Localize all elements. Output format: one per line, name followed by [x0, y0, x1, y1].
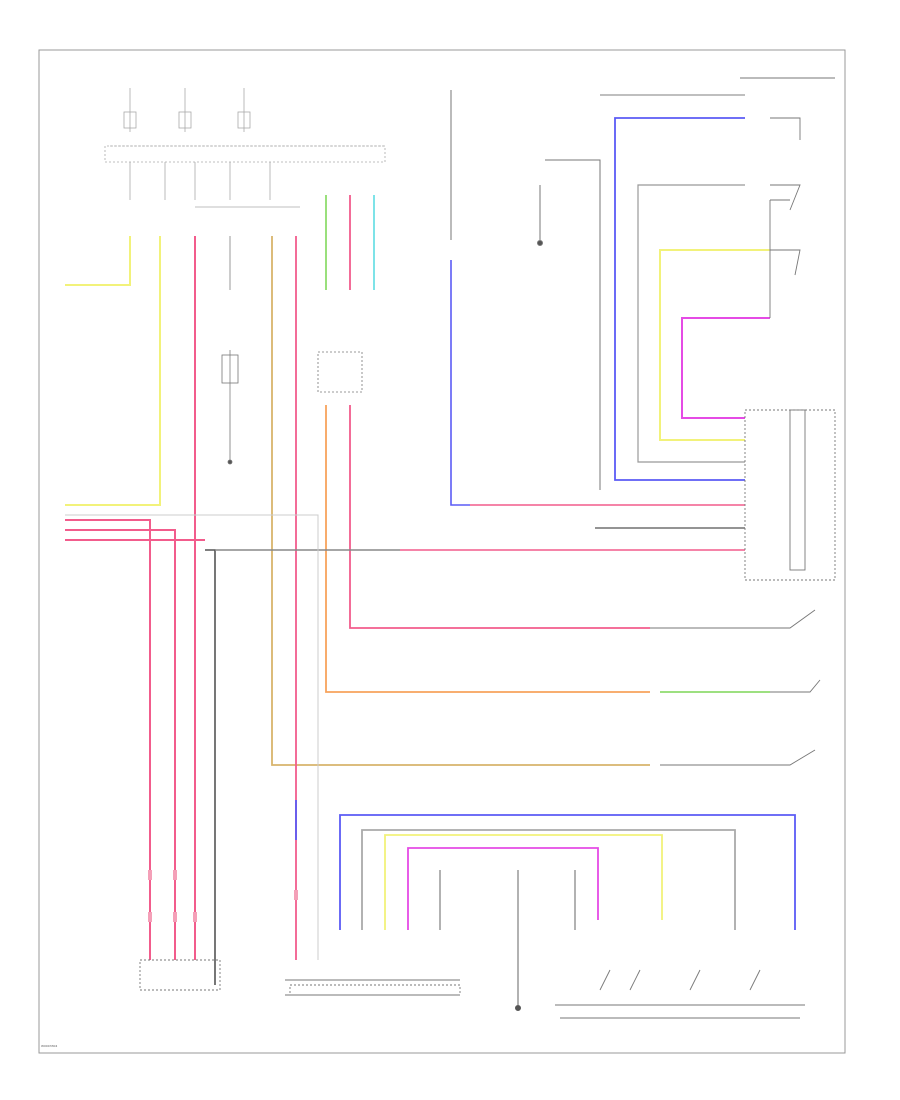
top-junction-block [104, 88, 386, 208]
bottom-center-ground [515, 1005, 521, 1011]
wire-trio [325, 195, 375, 290]
bottom-center-module [285, 979, 461, 996]
wire-blue-top [450, 90, 745, 506]
center-ground-symbol [537, 159, 601, 490]
center-connector [317, 351, 363, 393]
splice-marks [148, 870, 298, 922]
wire-yellow-1 [65, 236, 161, 506]
wire-frame-gray [65, 514, 319, 960]
wire-right-gray [600, 94, 745, 463]
wire-pink-3 [349, 405, 650, 629]
wire-right-magenta [681, 317, 770, 419]
wire-tan [271, 236, 650, 766]
wire-orange [325, 405, 650, 693]
wire-right-yellow [659, 249, 770, 441]
bottom-right-module [555, 969, 805, 1019]
wire-pink-set-left [65, 236, 205, 960]
wire-center-horizontal [205, 549, 745, 985]
bottom-wires [339, 814, 796, 1005]
wire-right-blue [614, 117, 745, 481]
right-lower-switches [650, 609, 821, 766]
left-ground-symbol [221, 354, 239, 465]
bottom-left-connector [139, 959, 221, 991]
diagram-id-code: W0003304 [41, 1044, 58, 1048]
right-switch-assembly [740, 77, 836, 581]
diagram-frame [38, 49, 846, 1054]
